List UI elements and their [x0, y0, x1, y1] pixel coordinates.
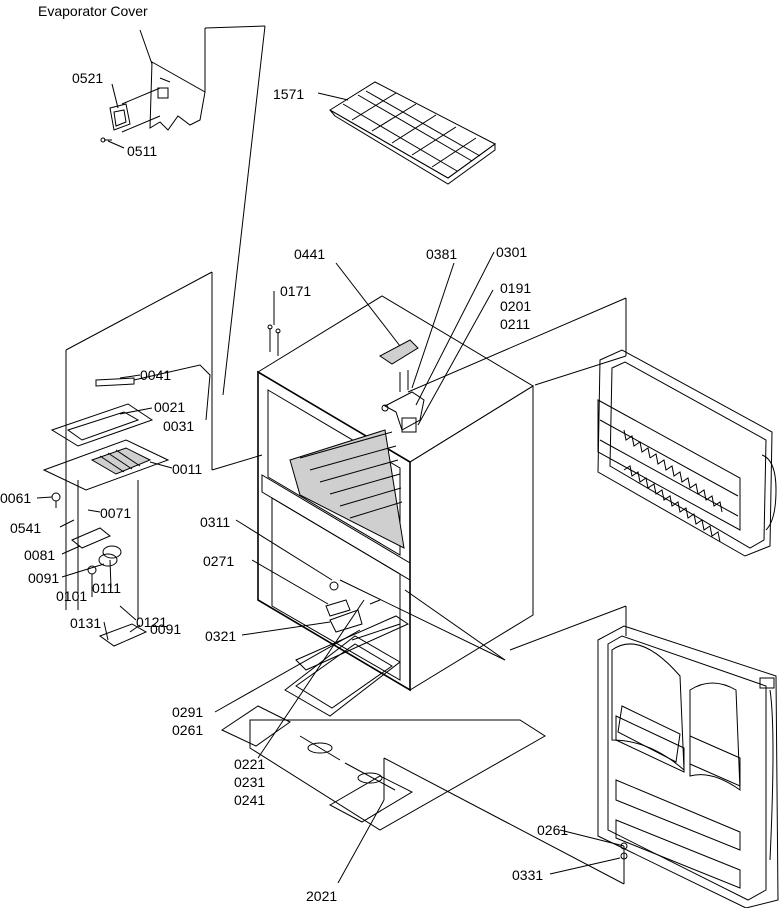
part-label-0091-lower: 0091 — [150, 621, 182, 637]
part-label-0301: 0301 — [496, 244, 528, 260]
part-label-0021: 0021 — [154, 399, 186, 415]
top-hinge-drawing — [379, 339, 425, 433]
part-label-0011: 0011 — [172, 461, 203, 477]
part-label-0061: 0061 — [0, 490, 32, 506]
part-label-2021: 2021 — [306, 888, 338, 904]
part-label-0321: 0321 — [205, 628, 237, 644]
control-assembly-drawing — [42, 350, 211, 647]
part-label-0081: 0081 — [24, 547, 56, 563]
part-label-0311: 0311 — [200, 514, 231, 530]
part-label-0441: 0441 — [294, 246, 326, 262]
part-label-0171: 0171 — [280, 283, 312, 299]
freezer-door-drawing — [407, 297, 777, 557]
part-label-0331: 0331 — [512, 867, 544, 883]
fresh-food-door-drawing — [383, 605, 779, 908]
part-label-0381: 0381 — [426, 246, 458, 262]
part-label-0271: 0271 — [203, 553, 235, 569]
part-label-0291: 0291 — [172, 704, 204, 720]
part-label-0241: 0241 — [234, 792, 266, 808]
evaporator-cover-drawing — [100, 25, 266, 396]
part-label-0201: 0201 — [500, 298, 532, 314]
part-label-0191: 0191 — [500, 280, 532, 296]
diagram-title: Evaporator Cover — [38, 3, 148, 19]
freezer-shelf-drawing — [329, 81, 496, 185]
part-label-0121: 0121 — [136, 614, 168, 630]
cabinet-drawing — [65, 271, 546, 831]
part-label-0231: 0231 — [234, 774, 266, 790]
part-label-0071: 0071 — [100, 505, 132, 521]
part-label-0521: 0521 — [72, 70, 104, 86]
part-label-0091-upper: 0091 — [28, 570, 60, 586]
part-label-0261-door: 0261 — [537, 822, 569, 838]
part-label-0131: 0131 — [70, 615, 102, 631]
part-label-0111: 0111 — [92, 580, 122, 596]
fresh-food-controls-drawing — [295, 579, 506, 671]
part-label-0101: 0101 — [56, 588, 88, 604]
part-label-0221: 0221 — [234, 756, 266, 772]
part-label-0511: 0511 — [127, 143, 158, 159]
part-label-0031: 0031 — [163, 418, 195, 434]
part-label-0211: 0211 — [500, 316, 531, 332]
leader-lines — [36, 83, 625, 884]
part-label-0041: 0041 — [140, 367, 172, 383]
part-label-0541: 0541 — [10, 520, 42, 536]
part-label-1571: 1571 — [273, 86, 305, 102]
part-label-0261-cabinet: 0261 — [172, 722, 204, 738]
